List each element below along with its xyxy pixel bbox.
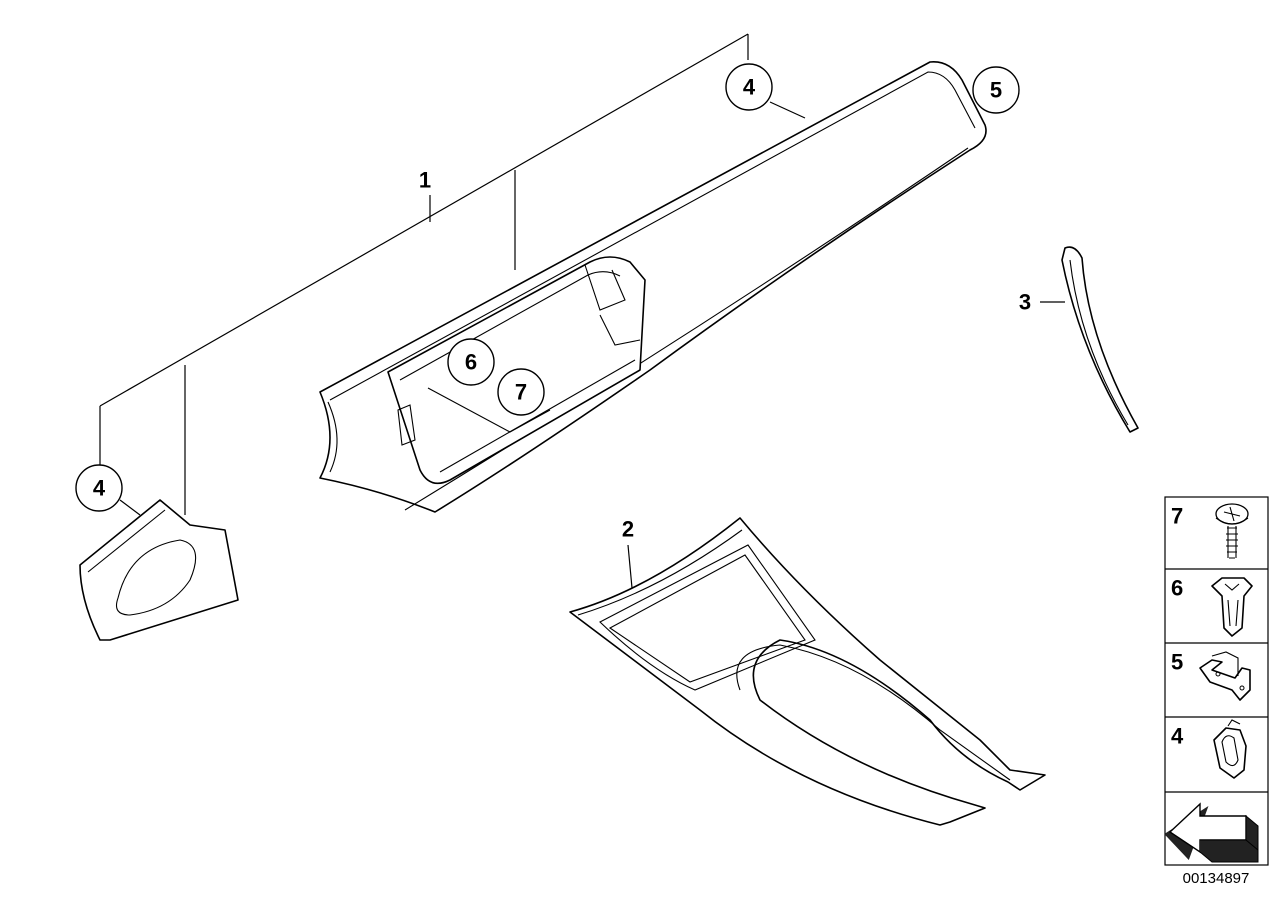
expanding-nut-icon [1211,577,1253,637]
leader-lines-part-1 [99,33,977,516]
svg-text:4: 4 [1171,724,1184,749]
legend-item-4: 4 [1171,719,1247,779]
svg-text:4: 4 [743,75,756,100]
screw-icon [1215,503,1249,559]
svg-text:6: 6 [1171,576,1183,601]
legend-item-7: 7 [1171,503,1249,559]
callout-5: 5 [972,66,1020,114]
svg-text:2: 2 [622,517,634,542]
legend-item-5: 5 [1171,650,1251,701]
trim-cover-part-4 [79,499,239,641]
direction-arrow-icon [1164,802,1259,863]
svg-text:6: 6 [465,350,477,375]
legend-item-6: 6 [1171,576,1253,637]
svg-text:7: 7 [1171,504,1183,529]
svg-text:1: 1 [419,168,431,193]
reference-number: 00134897 [1183,870,1250,887]
callout-4-top: 4 [725,63,773,111]
console-trim-part-2 [569,517,1046,826]
callout-2: 2 [622,517,634,589]
trim-strip-part-3 [1040,246,1139,433]
callout-3: 3 [1019,290,1031,315]
svg-text:7: 7 [515,380,527,405]
bracket-clip-icon [1199,651,1251,701]
svg-text:5: 5 [990,78,1002,103]
svg-text:4: 4 [93,476,106,501]
callout-7: 7 [497,368,545,416]
legend-panel: 7 6 5 [1164,496,1269,866]
trim-panel-part-1 [319,61,987,513]
callout-4-left: 4 [75,464,123,512]
callout-1: 1 [419,168,431,193]
callout-6: 6 [447,338,495,386]
svg-text:3: 3 [1019,290,1031,315]
svg-text:5: 5 [1171,650,1183,675]
spring-clip-icon [1213,719,1247,779]
